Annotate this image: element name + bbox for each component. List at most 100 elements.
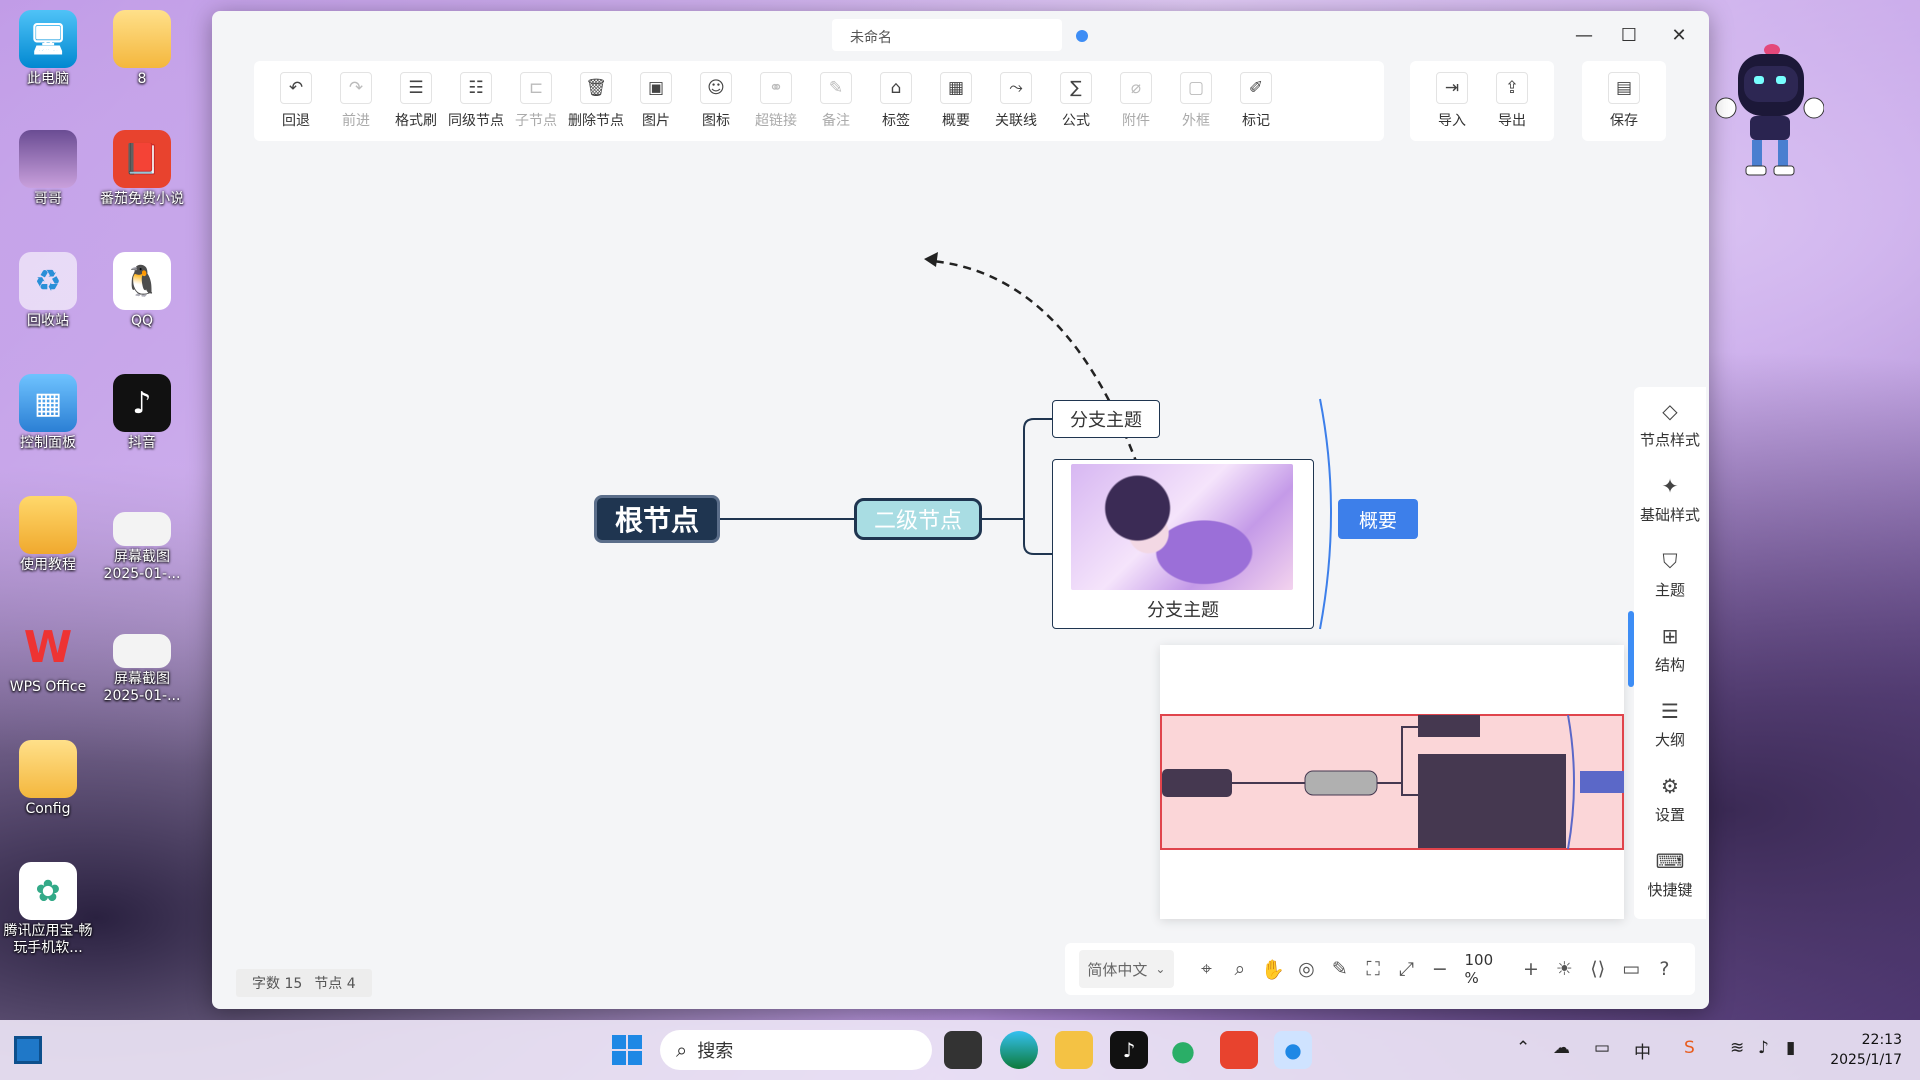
tiktok-icon[interactable]: ♪ — [1110, 1031, 1148, 1069]
hand-drag-icon[interactable]: ✋ — [1261, 958, 1285, 981]
mascot-robot-icon[interactable] — [1714, 44, 1824, 179]
help-icon[interactable]: ? — [1659, 958, 1670, 980]
fullscreen-icon[interactable]: ⤢ — [1398, 958, 1415, 980]
export-icon: ⇪ — [1496, 72, 1528, 104]
attachment-button[interactable]: ⌀附件 — [1106, 72, 1166, 130]
branch-topic-image-node[interactable]: 分支主题 — [1052, 459, 1314, 629]
child-node-button[interactable]: ⊏子节点 — [506, 72, 566, 130]
locate-center-icon[interactable]: ⌖ — [1201, 958, 1212, 980]
edit-pen-icon[interactable]: ✎ — [1331, 958, 1348, 980]
outer-frame-button[interactable]: ▢外框 — [1166, 72, 1226, 130]
desktop-icon-label: 抖音 — [128, 435, 156, 451]
sidepanel-item-theme-shirt[interactable]: ⛉主题 — [1634, 537, 1706, 612]
sidepanel-item-node-style[interactable]: ◇节点样式 — [1634, 387, 1706, 462]
wifi-icon[interactable]: ≋ — [1730, 1038, 1745, 1058]
desktop-icon-screenshot-2[interactable]: 屏幕截图 2025-01-... — [94, 634, 190, 705]
redo-button[interactable]: ↷前进 — [326, 72, 386, 130]
cloud-sync-icon[interactable]: ☁ — [1553, 1038, 1570, 1058]
undo-button[interactable]: ↶回退 — [266, 72, 326, 130]
clock[interactable]: 22:13 2025/1/17 — [1830, 1030, 1902, 1070]
desktop-icon-config[interactable]: Config — [0, 740, 96, 818]
zoom-out-button[interactable]: − — [1431, 958, 1448, 980]
formula-button[interactable]: ∑公式 — [1046, 72, 1106, 130]
desktop-icon-folder-8[interactable]: 8 — [94, 10, 190, 88]
second-level-node[interactable]: 二级节点 — [854, 498, 982, 540]
import-button[interactable]: ⇥导入 — [1422, 72, 1482, 130]
mark-icon: ✐ — [1240, 72, 1272, 104]
input-method-icon[interactable]: 中 — [1634, 1043, 1651, 1063]
navigator-compass-icon[interactable]: ◎ — [1298, 958, 1315, 980]
taskbar-search-box[interactable]: ⌕ 搜索 — [660, 1030, 932, 1070]
desktop-icon-recycle-bin[interactable]: ♻ 回收站 — [0, 252, 96, 330]
maximize-button[interactable]: ☐ — [1620, 24, 1638, 46]
save-button[interactable]: ▤保存 — [1594, 72, 1654, 130]
minimap[interactable] — [1160, 645, 1624, 919]
tag-button[interactable]: ⌂标签 — [866, 72, 926, 130]
folder-icon — [19, 496, 77, 554]
desktop-icon-screenshot-1[interactable]: 屏幕截图 2025-01-... — [94, 512, 190, 583]
close-button[interactable]: ✕ — [1671, 24, 1687, 46]
image-thumbnail-icon — [19, 130, 77, 188]
desktop-icon-qq[interactable]: 🐧 QQ — [94, 252, 190, 330]
desktop-icon-control-panel[interactable]: ▦ 控制面板 — [0, 374, 96, 452]
delete-button[interactable]: 🗑删除节点 — [566, 72, 626, 130]
summary-button[interactable]: ▦概要 — [926, 72, 986, 130]
widgets-icon[interactable] — [14, 1036, 42, 1064]
summary-node[interactable]: 概要 — [1338, 499, 1418, 539]
fit-screen-icon[interactable]: ⛶ — [1366, 958, 1380, 980]
zoom-in-button[interactable]: + — [1523, 958, 1539, 980]
language-select[interactable]: 简体中文⌄ — [1079, 950, 1174, 988]
chevron-up-icon[interactable]: ⌃ — [1516, 1038, 1531, 1058]
minimize-button[interactable]: — — [1575, 24, 1593, 46]
sidepanel-item-keyboard[interactable]: ⌨快捷键 — [1634, 837, 1706, 912]
sogou-input-icon[interactable]: S — [1684, 1038, 1695, 1058]
theme-shirt-icon: ⛉ — [1662, 549, 1678, 573]
battery-icon[interactable]: ▮ — [1786, 1038, 1796, 1058]
mindmap-app-icon[interactable]: ● — [1274, 1031, 1312, 1069]
branch-topic-node[interactable]: 分支主题 — [1052, 400, 1160, 438]
windows-start-icon[interactable] — [610, 1033, 644, 1067]
desktop-icon-yingyongbao[interactable]: ✿ 腾讯应用宝-畅玩手机软... — [0, 862, 96, 957]
format-painter-button[interactable]: ☰格式刷 — [386, 72, 446, 130]
mindmap-canvas[interactable]: 根节点 二级节点 分支主题 分支主题 概要 — [212, 151, 1709, 1009]
sidepanel-item-structure[interactable]: ⊞结构 — [1634, 612, 1706, 687]
desktop-icon-fanqie[interactable]: 📕 番茄免费小说 — [94, 130, 190, 208]
sibling-node-button[interactable]: ☷同级节点 — [446, 72, 506, 130]
sidepanel-item-settings[interactable]: ⚙设置 — [1634, 762, 1706, 837]
sidepanel-item-label: 节点样式 — [1639, 431, 1700, 449]
mark-button[interactable]: ✐标记 — [1226, 72, 1286, 130]
code-icon[interactable]: ⟨⟩ — [1590, 958, 1606, 980]
screenshot-thumbnail-icon — [113, 634, 171, 668]
sidepanel-item-label: 快捷键 — [1647, 881, 1693, 899]
edge-browser-icon[interactable] — [1000, 1031, 1038, 1069]
tablet-mode-icon[interactable]: ▭ — [1594, 1038, 1611, 1058]
task-view-icon[interactable] — [944, 1031, 982, 1069]
fanqie-novel-icon[interactable] — [1220, 1031, 1258, 1069]
theme-sun-icon[interactable]: ☀ — [1555, 958, 1573, 980]
note-button[interactable]: ✎备注 — [806, 72, 866, 130]
desktop-icon-douyin[interactable]: ♪ 抖音 — [94, 374, 190, 452]
emoji-button[interactable]: ☺图标 — [686, 72, 746, 130]
language-value: 简体中文 — [1087, 960, 1148, 979]
sidepanel-item-magic-wand[interactable]: ✦基础样式 — [1634, 462, 1706, 537]
desktop-icon-wps[interactable]: W WPS Office — [0, 618, 96, 696]
file-name-input[interactable]: 未命名 — [832, 19, 1062, 51]
volume-icon[interactable]: ♪ — [1758, 1038, 1769, 1058]
control-panel-icon: ▦ — [19, 374, 77, 432]
image-button[interactable]: ▣图片 — [626, 72, 686, 130]
link-button[interactable]: ⚭超链接 — [746, 72, 806, 130]
desktop-icon-gege[interactable]: 哥哥 — [0, 130, 96, 208]
sidepanel-item-outline[interactable]: ☰大纲 — [1634, 687, 1706, 762]
desktop-icon-label: 哥哥 — [34, 191, 62, 207]
export-button[interactable]: ⇪ 导出 — [1482, 72, 1542, 130]
desktop-icon-this-pc[interactable]: 🖥 此电脑 — [0, 10, 96, 88]
desktop-icon-tutorial[interactable]: 使用教程 — [0, 496, 96, 574]
search-icon[interactable]: ⌕ — [1234, 958, 1246, 980]
toolbar-button-label: 导出 — [1498, 113, 1526, 129]
association-line-button[interactable]: ⤳关联线 — [986, 72, 1046, 130]
root-node[interactable]: 根节点 — [594, 495, 720, 543]
presentation-icon[interactable]: ▭ — [1622, 958, 1641, 980]
title-bar: 未命名 — ☐ ✕ — [212, 11, 1709, 59]
wechat-icon[interactable]: ● — [1170, 1033, 1196, 1067]
file-explorer-icon[interactable] — [1055, 1031, 1093, 1069]
